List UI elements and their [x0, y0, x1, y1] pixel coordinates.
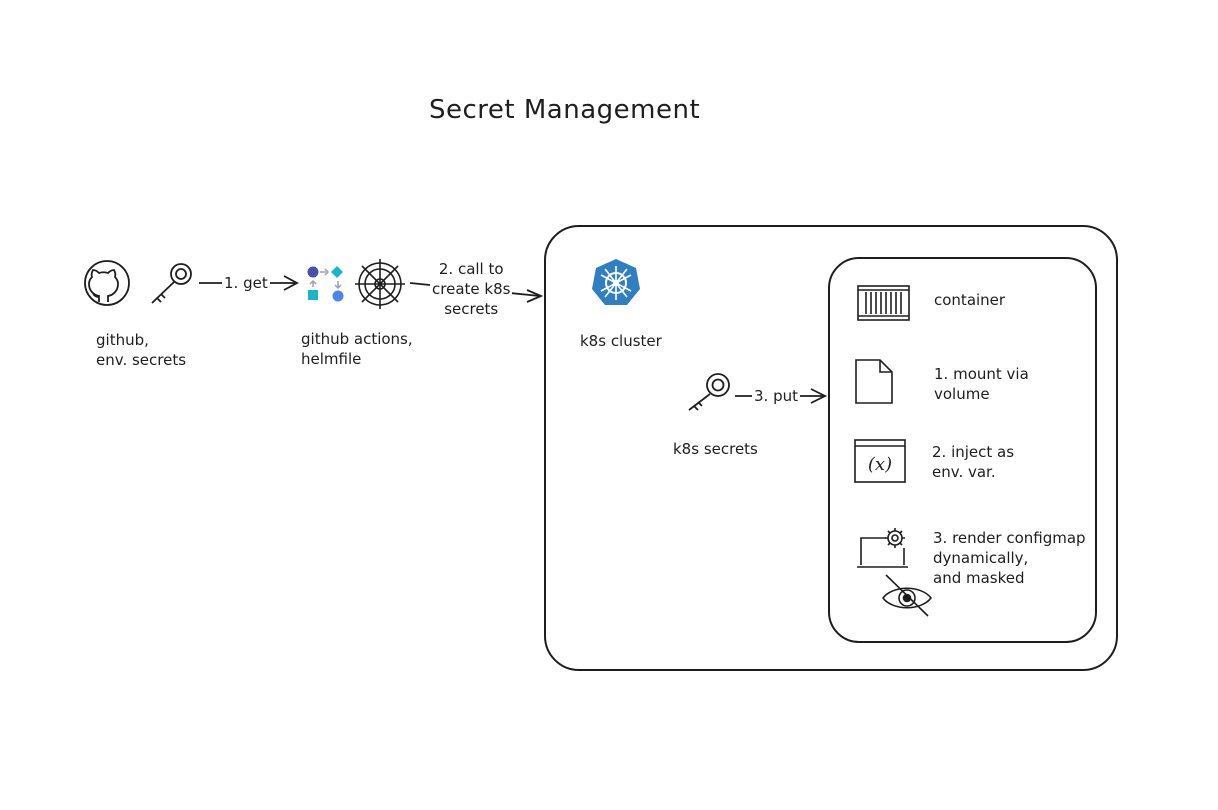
- eye-slash-icon: [881, 574, 933, 617]
- container-icon: [857, 285, 910, 321]
- edge-call-label: 2. call to create k8s secrets: [430, 259, 513, 319]
- edge-get-label: 1. get: [222, 273, 270, 293]
- container-boundary: [828, 257, 1097, 643]
- edge-put-label: 3. put: [752, 386, 800, 406]
- diagram-title: Secret Management: [429, 95, 701, 125]
- github-icon: [84, 260, 130, 306]
- github-label: github, env. secrets: [96, 331, 187, 369]
- k8s-secrets-key-icon: [688, 373, 730, 411]
- kubernetes-icon: [592, 259, 640, 305]
- render-configmap-label: 3. render configmap dynamically, and mas…: [933, 529, 1086, 587]
- key-icon: [151, 263, 192, 304]
- k8s-secrets-label: k8s secrets: [673, 440, 758, 458]
- actions-label: github actions, helmfile: [301, 330, 413, 368]
- mount-volume-label: 1. mount via volume: [934, 365, 1029, 403]
- k8s-cluster-boundary: [544, 225, 1118, 671]
- helm-icon: [355, 259, 405, 309]
- cluster-label: k8s cluster: [580, 332, 662, 350]
- workflow-icon: [307, 266, 344, 302]
- inject-env-label: 2. inject as env. var.: [932, 443, 1015, 481]
- container-item-label: container: [934, 291, 1006, 309]
- variable-glyph: (x): [868, 454, 892, 475]
- file-icon: [855, 359, 893, 404]
- variable-icon: (x): [854, 439, 906, 483]
- laptop-settings-icon: [857, 528, 908, 568]
